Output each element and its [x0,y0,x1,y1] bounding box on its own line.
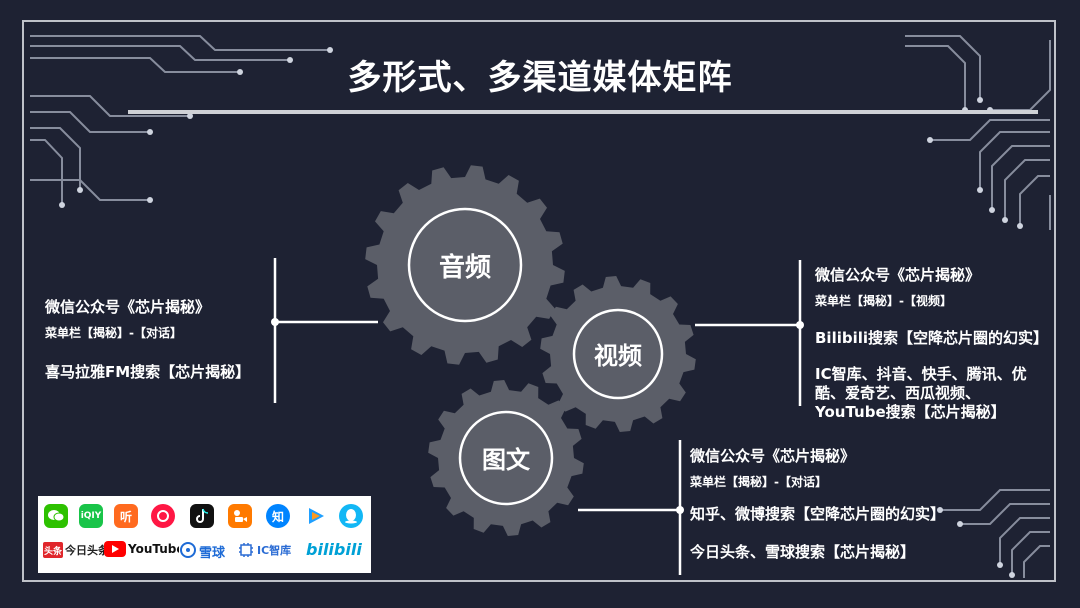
connector-dot-bottom [676,506,684,514]
circuit-node [1002,217,1008,223]
youtube-logo-text: YouTube [128,542,185,556]
circuit-node [77,187,83,193]
circuit-trace [1023,545,1050,578]
circuit-node [937,507,943,513]
bottom-line-3: 知乎、微博搜索【空降芯片圈的幻实】 [690,505,946,523]
left-line-1: 微信公众号《芯片揭秘》 [45,298,211,316]
circuit-node [927,137,933,143]
gear-label-text: 图文 [482,446,531,474]
title-underline [128,110,1038,114]
xueqiu-icon [179,541,197,559]
gear-label-audio: 音频 [439,252,491,283]
iqiyi-icon: iQIY [79,504,103,528]
gear-text [428,380,584,536]
circuit-trace [1004,159,1050,220]
right-line-4c: YouTube搜索【芯片揭秘】 [815,403,1006,421]
gear-video [540,276,696,432]
circuit-node [957,521,963,527]
bottom-line-4: 今日头条、雪球搜索【芯片揭秘】 [690,543,916,561]
page-title: 多形式、多渠道媒体矩阵 [347,58,733,98]
circuit-trace [905,35,981,100]
netease-music-icon [151,504,175,528]
right-line-1: 微信公众号《芯片揭秘》 [815,266,981,284]
tingting-icon: 听 [114,504,138,528]
right-line-3: Bilibili搜索【空降芯片圈的幻实】 [815,329,1049,347]
youtube-icon [104,541,126,557]
douyin-icon [190,504,214,528]
gear-ring-text [458,410,554,506]
gear-label-video: 视频 [594,342,642,370]
circuit-trace [30,111,150,133]
circuit-node [147,129,153,135]
kuaishou-icon [228,504,252,528]
circuit-node [59,202,65,208]
ic-smart-logo-text: IC智库 [257,544,292,557]
circuit-node [147,197,153,203]
circuit-trace [979,131,1050,190]
connector-dot-left [271,318,279,326]
circuit-trace [940,489,1050,511]
circuit-node [1009,572,1015,578]
circuit-trace [30,139,63,205]
circuit-node [327,47,333,53]
circuit-trace [1011,531,1050,575]
left-line-3: 喜马拉雅FM搜索【芯片揭秘】 [45,363,251,381]
circuit-node [187,113,193,119]
circuit-node [977,97,983,103]
circuit-trace [30,57,240,73]
gear-ring-video [572,308,664,400]
gear-audio [365,165,565,365]
circuit-trace [30,45,290,61]
circuit-trace [905,45,966,110]
circuit-trace [999,517,1050,565]
gear-ring-audio [407,207,523,323]
circuit-trace [30,179,150,201]
circuit-node [287,57,293,63]
connector-dot-right [796,321,804,329]
ic-smart-icon [237,541,255,559]
toutiao-badge-icon: 头条 [43,542,63,558]
circuit-trace [991,145,1050,210]
circuit-node [1017,223,1023,229]
toutiao-logo-text: 今日头条 [65,544,109,557]
right-line-4b: 酷、爱奇艺、西瓜视频、 [815,384,981,402]
right-line-2: 菜单栏【揭秘】-【视频】 [815,294,952,308]
xueqiu-logo-text: 雪球 [199,546,226,561]
circuit-node [997,562,1003,568]
bottom-line-2: 菜单栏【揭秘】-【对话】 [690,475,827,489]
zhihu-icon: 知 [266,504,290,528]
wechat-icon [44,504,68,528]
circuit-node [989,207,995,213]
circuit-node [977,187,983,193]
circuit-trace [30,127,81,190]
circuit-trace [960,503,1050,525]
platform-logo-panel: iQIY 听 知 头条 今日头条 YouTube 雪球 IC智 [38,496,371,573]
right-line-4a: IC智库、抖音、快手、腾讯、优 [815,365,1027,383]
tencent-video-icon [304,504,328,528]
circuit-trace [930,119,1050,141]
slide-frame [22,20,1056,582]
circuit-trace [1019,175,1050,226]
circuit-node [237,69,243,75]
bottom-line-1: 微信公众号《芯片揭秘》 [690,447,856,465]
circuit-trace [30,95,190,117]
circuit-trace [30,35,330,51]
bilibili-logo-text: bilibili [306,540,362,559]
left-line-2: 菜单栏【揭秘】-【对话】 [45,326,182,340]
qq-icon [339,504,363,528]
